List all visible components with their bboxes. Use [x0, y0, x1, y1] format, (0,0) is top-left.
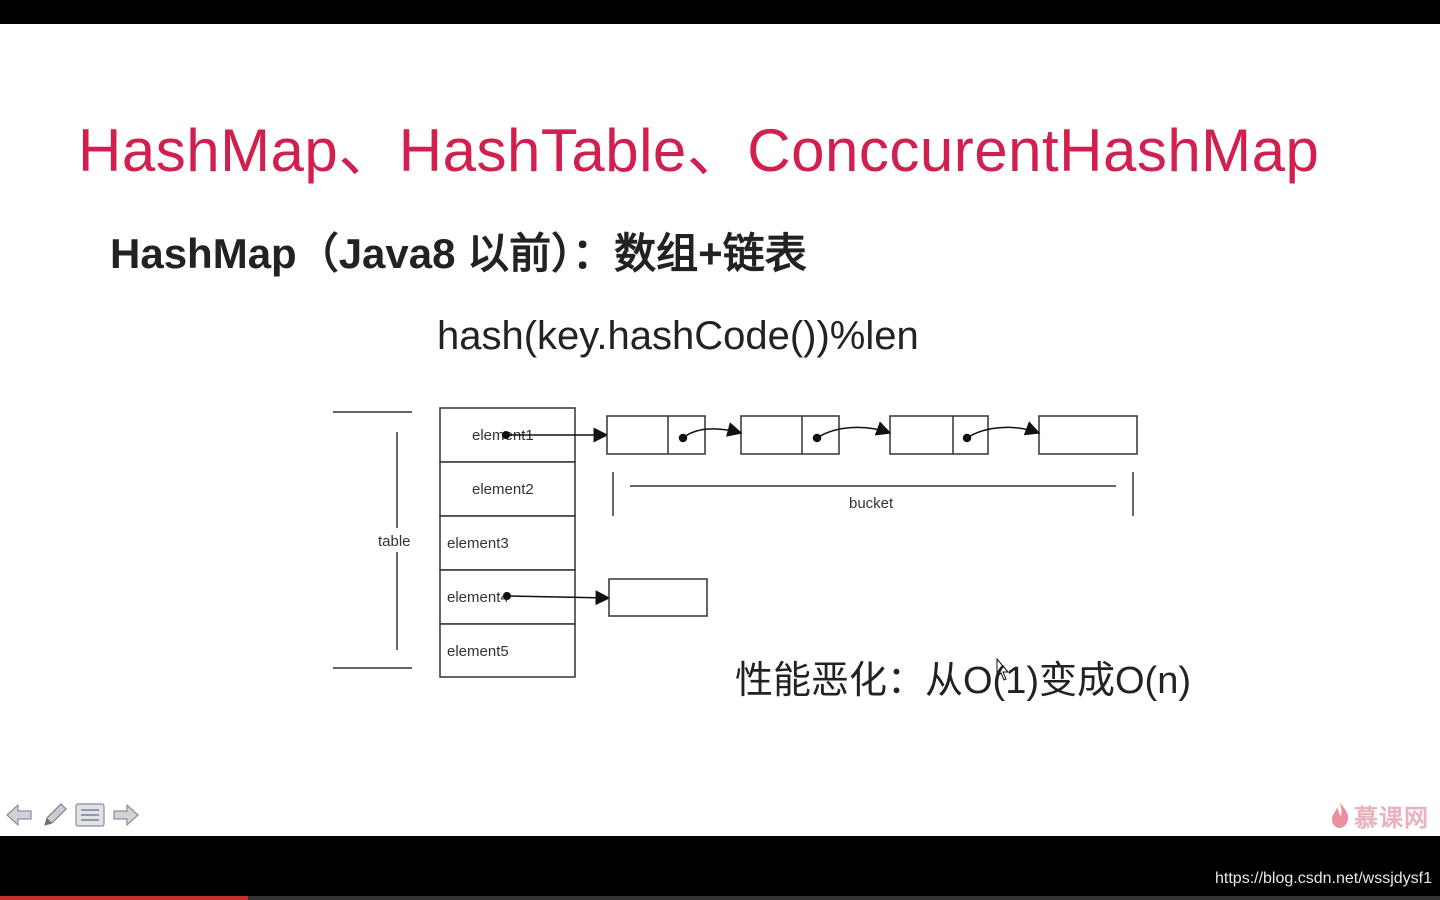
performance-note: 性能恶化：从O(1)变成O(n) — [735, 660, 1192, 702]
bucket-bracket — [612, 472, 1134, 516]
table-cell-element5: element5 — [447, 643, 509, 660]
table-cell-element3: element3 — [447, 535, 509, 552]
watermark-url: https://blog.csdn.net/wssjdysf1 — [1215, 870, 1432, 887]
pencil-icon[interactable] — [40, 801, 70, 829]
bucket-label: bucket — [849, 495, 894, 512]
logo-text: 慕课网 — [1354, 804, 1429, 832]
table-bracket — [333, 411, 412, 669]
video-progress-bar[interactable] — [0, 896, 248, 900]
list-node-element4 — [608, 578, 708, 617]
table-cell-element4: element4 — [447, 589, 509, 606]
pointer-arrow-element4 — [506, 590, 611, 606]
top-letterbox — [0, 0, 1440, 24]
hashmap-diagram: table element1 element2 element3 element… — [333, 407, 1138, 681]
flame-icon — [1332, 802, 1349, 828]
bottom-letterbox — [0, 836, 1440, 900]
arrow-right-icon[interactable] — [111, 801, 141, 829]
list-links — [678, 421, 1041, 443]
slide: HashMap、HashTable、ConccurentHashMap Hash… — [0, 24, 1440, 836]
list-node — [740, 415, 840, 455]
arrow-left-icon[interactable] — [4, 801, 34, 829]
mouse-cursor-icon — [996, 657, 1010, 681]
table-array — [439, 407, 576, 678]
imooc-logo: 慕课网 — [1330, 799, 1429, 832]
slide-title: HashMap、HashTable、ConccurentHashMap — [78, 117, 1320, 184]
list-node — [606, 415, 706, 455]
hash-formula: hash(key.hashCode())%len — [437, 314, 919, 358]
video-progress-track[interactable] — [248, 896, 1440, 900]
list-node — [1038, 415, 1138, 455]
table-cell-element2: element2 — [472, 481, 534, 498]
table-label: table — [378, 533, 411, 550]
slide-subtitle: HashMap（Java8 以前）：数组+链表 — [110, 230, 807, 277]
menu-icon[interactable] — [75, 801, 105, 829]
